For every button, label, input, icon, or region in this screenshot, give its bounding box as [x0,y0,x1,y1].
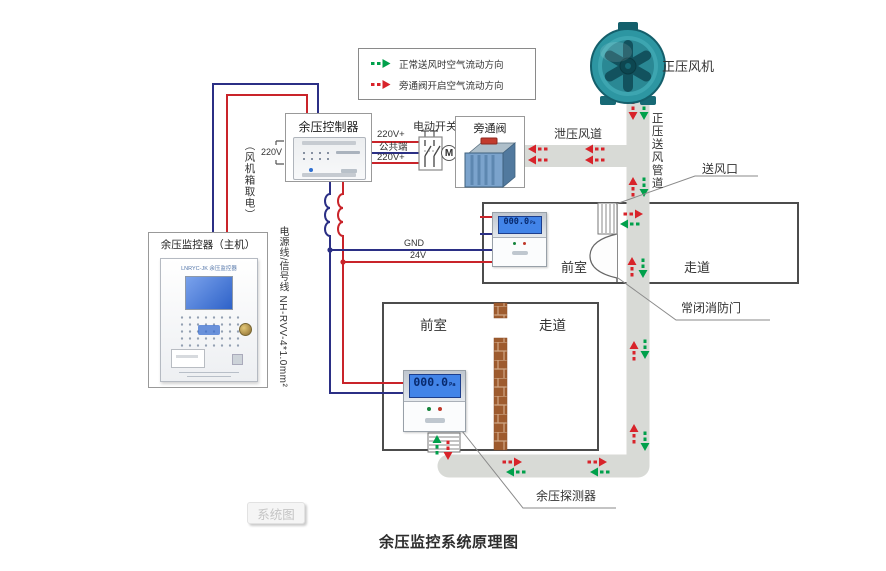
fire-door [589,233,618,279]
controller-logo [341,169,357,173]
power-tap-voltage: 220V [261,147,283,157]
legend-item-bypass: 旁通阀开启空气流动方向 [367,78,527,92]
monitor-lock-icon [239,323,252,336]
gnd-label: GND [404,238,424,248]
monitor-device: LNRYC-JK 余压监控器 [160,258,258,382]
detector-upper-leds [493,242,546,245]
v24-label: 24V [410,250,427,260]
monitor-title: 余压监控器（主机） [160,239,256,251]
wiring-lines [212,83,495,394]
leader-lines [461,175,770,509]
lcd-unit: Pa [449,382,456,388]
monitor-printer [171,349,205,368]
run-led [427,407,431,411]
power-tap-note: （风机箱取电） [243,140,256,221]
controller-indicator-led [309,168,313,172]
detector-label: 余压探测器 [536,489,597,503]
monitor-box: 余压监控器（主机） LNRYC-JK 余压监控器 [148,232,268,388]
monitor-keypad [178,314,240,347]
electric-switch-symbol [418,130,443,171]
wire-label-common: 公共端 [379,141,408,153]
legend-normal-label: 正常送风时空气流动方向 [399,59,504,71]
monitor-model-text: LNRYC-JK 余压监控器 [181,266,237,272]
controller-title: 余压控制器 [298,120,359,134]
bypass-valve-box: 旁通阀 [455,116,525,188]
controller-vent-slot [302,141,356,145]
controller-terminal-slot [302,173,356,177]
legend: 正常送风时空气流动方向 旁通阀开启空气流动方向 [358,48,536,100]
bypass-valve-label: 旁通阀 [473,123,507,135]
page-title: 余压监控系统原理图 [379,534,519,551]
corner-tag[interactable]: 系统图 [247,502,305,524]
run-led [513,242,516,245]
monitor-screen [185,276,233,310]
relief-duct-label: 泄压风道 [554,127,603,141]
controller-box: 余压控制器 [285,113,372,182]
legend-bypass-label: 旁通阀开启空气流动方向 [399,80,504,92]
cable-note: 电源线/信号线 NH-RVV-4*1.0mm² [277,226,288,388]
detector-lower-leds [404,407,465,411]
normal-flow-arrow-icon [367,58,392,69]
fan-icon [590,22,666,105]
wire-label-220v-bottom: 220V+ [377,152,405,163]
fan-label: 正压风机 [662,59,715,74]
brick-wall [493,302,508,451]
lcd-unit: Pa [530,221,536,226]
lower-front-room-label: 前室 [420,318,447,333]
wire-label-220v-top: 220V+ [377,129,405,140]
controller-device [293,137,366,180]
fire-door-label: 常闭消防门 [681,301,742,315]
fault-led [523,242,526,245]
lcd-value: 000.0 [413,375,448,389]
supply-duct-label: 正压送风管道 [650,112,663,190]
lower-corridor-label: 走道 [539,318,566,333]
upper-front-room-label: 前室 [561,260,588,275]
detector-lower-logo [424,418,445,423]
electric-switch-label: 电动开关 [413,121,457,133]
monitor-footer-text-line2 [187,376,231,377]
air-outlet-grille [597,202,618,235]
monitor-nav-keys [198,325,220,335]
fault-led [438,407,442,411]
controller-led-matrix [300,150,334,163]
legend-item-normal: 正常送风时空气流动方向 [367,57,527,71]
monitor-label-chip [232,354,243,365]
bypass-flow-arrow-icon [367,79,392,90]
bypass-valve-image [464,137,517,188]
lcd-value: 000.0 [503,217,530,227]
detector-upper-logo [511,251,528,255]
upper-corridor-label: 走道 [684,260,711,275]
controller-model-text [336,151,360,154]
monitor-footer-text-line [179,372,239,373]
air-outlet-label: 送风口 [702,162,739,176]
